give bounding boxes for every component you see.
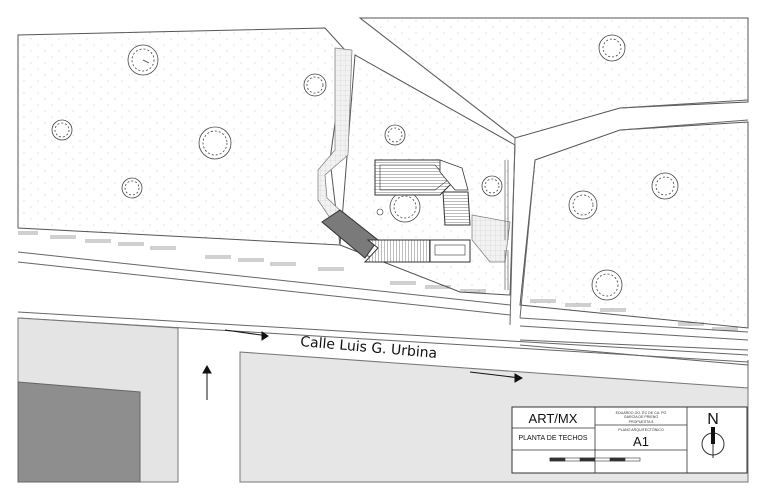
sheet-code: A1 <box>633 434 649 449</box>
building-block-southwest <box>17 317 179 483</box>
north-arrow-icon <box>701 427 725 458</box>
planter-row-east <box>504 160 509 290</box>
north-label: N <box>707 411 719 428</box>
street-lines <box>17 17 749 390</box>
park-block-east <box>519 121 749 329</box>
traffic-arrow-north <box>202 364 212 400</box>
tree-icon <box>591 269 623 301</box>
planter-row-west <box>18 231 738 331</box>
tree-icon <box>384 124 406 146</box>
title-block: ART/MX PLANTA DE TECHOS EDUARDO GO. ÉC D… <box>511 406 748 474</box>
tree-icon <box>51 119 73 141</box>
tree-icon <box>598 34 626 62</box>
traffic-arrow-east-lower <box>469 371 524 383</box>
authors-line-1: EDUARDO GO. ÉC DE CA. PO <box>616 410 667 415</box>
scale-bar <box>549 457 641 462</box>
roof-upper <box>374 159 456 196</box>
building-roofs <box>321 159 471 263</box>
tree-icon <box>198 126 232 160</box>
sheet-title: PLANTA DE TECHOS <box>519 435 588 442</box>
tree-icon <box>651 172 679 200</box>
trees <box>51 34 679 301</box>
tree-icon <box>481 175 503 197</box>
tree-icon <box>127 44 159 76</box>
tree-icon <box>121 177 143 199</box>
roof-east <box>442 191 471 226</box>
tree-icon <box>568 190 598 220</box>
paved-walkway <box>317 47 511 263</box>
tree-icon <box>389 191 421 223</box>
roof-south <box>363 239 431 263</box>
tree-icon <box>303 73 327 97</box>
traffic-arrow-east <box>224 329 269 341</box>
brand-label: ART/MX <box>529 411 578 426</box>
plan-type-label: PLANO ARQUITECTÓNICO <box>618 427 664 432</box>
authors-line-2: GARCÍA DE PRIENO <box>624 415 659 419</box>
authors-line-3: PROPUESTA 8 <box>629 420 654 424</box>
